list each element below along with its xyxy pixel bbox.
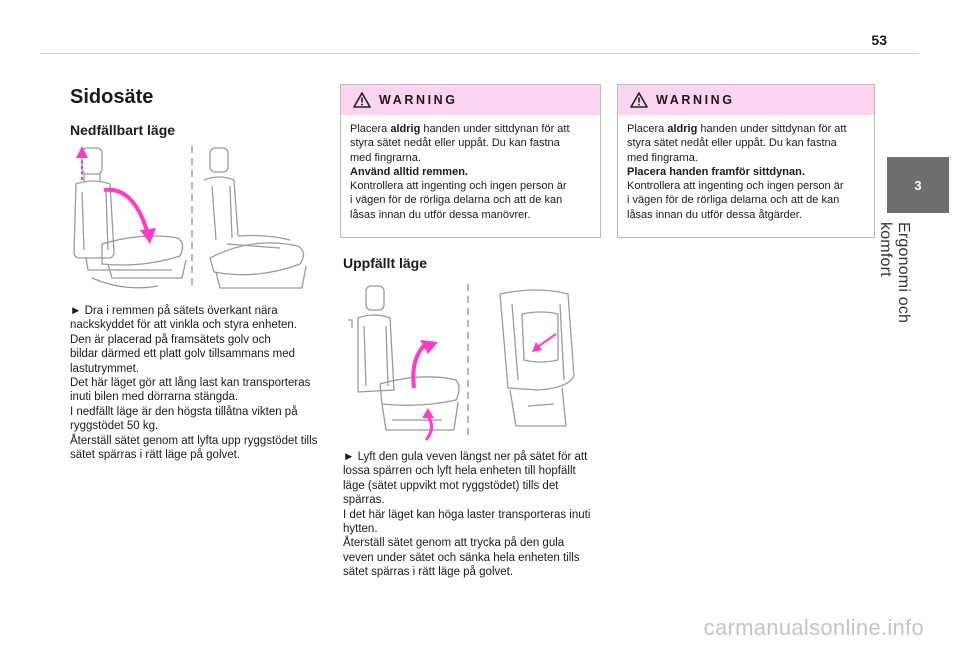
seat-folded-drawing — [203, 147, 307, 289]
seat-upright-drawing — [73, 147, 187, 289]
folded-heading: Nedfällbart läge — [70, 122, 176, 138]
text-line: ► Lyft den gula veven längst ner på säte… — [343, 451, 588, 463]
text-line: Placera aldrig handen under sittdynan fö… — [350, 122, 592, 136]
text-line: bildar därmed ett platt golv tillsammans… — [70, 348, 295, 361]
latch-arrow — [535, 333, 557, 349]
text-line: Placera aldrig handen under sittdynan fö… — [627, 122, 866, 136]
text-line: sätet spärras i rätt läge på golvet. — [70, 449, 241, 462]
text-line: läge (sätet uppvikt mot ryggstödet) till… — [343, 479, 559, 492]
seat-lift-drawing — [348, 285, 460, 431]
upright-heading: Uppfällt läge — [343, 255, 428, 271]
text-line: i vägen för de rörliga delarna och att d… — [627, 194, 840, 207]
text-line: Kontrollera att ingenting och ingen pers… — [627, 180, 844, 193]
warning-text: Placera aldrig handen under sittdynan fö… — [618, 115, 874, 228]
text-line: hytten. — [343, 523, 378, 536]
text-line: veven under sätet och sänka hela enheten… — [343, 551, 580, 564]
text-line: I nedfällt läge är den högsta tillåtna v… — [70, 405, 298, 418]
section-title: Sidosäte — [70, 86, 154, 108]
chapter-title: Ergonomi och komfort — [877, 222, 912, 324]
text-line: inuti bilen med dörrarna stängda. — [70, 391, 239, 404]
warning-title: WARNING — [656, 93, 735, 107]
upright-seat-illustration — [348, 284, 575, 441]
text-bold: Använd alltid remmen. — [350, 165, 468, 178]
text-bold: aldrig — [390, 123, 421, 135]
text-line: Den är placerad på framsätets golv och — [70, 333, 271, 346]
text-line: styra sätet nedåt eller uppåt. Du kan fa… — [627, 137, 837, 150]
text-line: nackskyddet för att vinkla och styra enh… — [70, 319, 297, 332]
header-divider — [40, 53, 918, 54]
warning-box-2: WARNING Placera aldrig handen under sitt… — [617, 84, 875, 238]
text-line: I det här läget kan höga laster transpor… — [343, 508, 591, 521]
warning-triangle-icon — [630, 92, 648, 108]
text-line: Återställ sätet genom att lyfta upp rygg… — [70, 434, 318, 447]
text-line: låsas innan du utför dessa åtgärder. — [627, 208, 802, 221]
page-number: 53 — [871, 32, 887, 48]
lever-arrow — [424, 415, 433, 441]
text-line: Det här läget gör att lång last kan tran… — [70, 377, 311, 390]
strap-arrow-head — [76, 146, 88, 158]
seat-raised-drawing — [499, 289, 575, 427]
text-line: sätet spärras i rätt läge på golvet. — [343, 566, 514, 579]
latch-arrow-head — [532, 342, 542, 352]
text-line: lastutrymmet. — [70, 362, 140, 375]
text-line: Kontrollera att ingenting och ingen pers… — [350, 180, 567, 193]
warning-header: WARNING — [618, 85, 874, 115]
text-line: Återställ sätet genom att trycka på den … — [343, 537, 565, 550]
warning-title: WARNING — [379, 93, 458, 107]
warning-text: Placera aldrig handen under sittdynan fö… — [341, 115, 600, 228]
text-line: i vägen för de rörliga delarna och att d… — [350, 194, 563, 207]
chapter-number: 3 — [914, 177, 922, 193]
folded-description: ► Dra i remmen på sätets överkant nära n… — [70, 304, 332, 462]
text-span: handen under sittdynan för att — [420, 123, 570, 135]
text-span: Placera — [627, 123, 668, 135]
lever-arrow-head — [422, 408, 434, 418]
text-line: Placera handen framför sittdynan. — [627, 165, 866, 179]
fold-arrow-head — [140, 228, 156, 244]
fold-down-arrow — [103, 187, 150, 235]
text-line: ► Dra i remmen på sätets överkant nära — [70, 305, 278, 317]
text-line: med fingrarna. — [350, 151, 421, 164]
warning-box-1: WARNING Placera aldrig handen under sitt… — [340, 84, 601, 238]
text-span: Placera — [350, 123, 391, 135]
warning-header: WARNING — [341, 85, 600, 115]
text-line: lossa spärren och lyft hela enheten till… — [343, 465, 576, 478]
text-line: låsas innan du utför dessa manövrer. — [350, 208, 531, 221]
text-line: spärras. — [343, 494, 385, 507]
folded-seat-illustration — [73, 146, 307, 290]
text-line: Använd alltid remmen. — [350, 165, 592, 179]
chapter-tab[interactable]: 3 — [887, 157, 949, 213]
lift-arrow-head — [420, 340, 438, 354]
warning-triangle-icon — [353, 92, 371, 108]
watermark: carmanualsonline.info — [703, 615, 924, 640]
upright-description: ► Lyft den gula veven längst ner på säte… — [343, 450, 605, 580]
text-bold: aldrig — [667, 123, 698, 135]
text-line: styra sätet nedåt eller uppåt. Du kan fa… — [350, 137, 560, 150]
text-bold: Placera handen framför sittdynan. — [627, 165, 805, 178]
text-line: med fingrarna. — [627, 151, 698, 164]
text-line: ryggstödet 50 kg. — [70, 420, 159, 433]
text-span: handen under sittdynan för att — [697, 123, 847, 135]
